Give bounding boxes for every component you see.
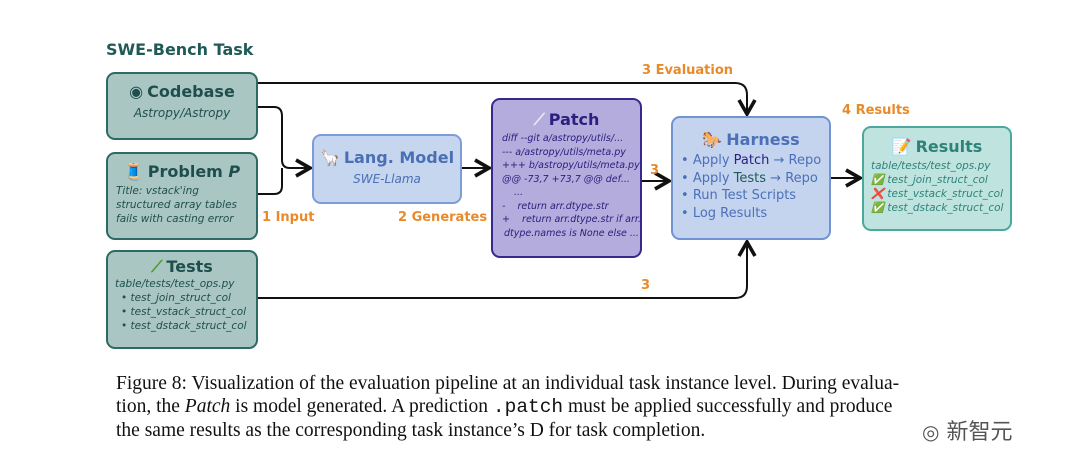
cross-icon: ❌ (871, 188, 885, 200)
caption-line: tion, the Patch is model generated. A pr… (116, 396, 893, 418)
patch-line: diff --git a/astropy/utils/... (502, 133, 624, 144)
label-generates: 2 Generates (398, 210, 488, 225)
tests-file: table/tests/test_ops.py (115, 278, 235, 290)
results-file: table/tests/test_ops.py (871, 160, 991, 172)
codebase-subtitle: Astropy/Astropy (133, 106, 231, 120)
result-item: ✅ test_dstack_struct_col (871, 202, 1004, 214)
patch-title: Patch (548, 110, 600, 129)
horse-icon: 🐎 (702, 130, 723, 149)
bandage-icon: ⟋ (533, 110, 545, 129)
problem-title: Problem (147, 162, 223, 181)
problem-box: 🧵Problem P Title: vstack'ing structured … (106, 152, 258, 240)
tests-box: ⟋Tests table/tests/test_ops.py • test_jo… (106, 250, 258, 349)
section-title: SWE-Bench Task (106, 40, 254, 59)
memo-icon: 📝 (891, 137, 912, 156)
harness-step: • Log Results (681, 205, 768, 221)
label-evaluation: 3 Evaluation (642, 63, 734, 78)
patch-line: - return arr.dtype.str (502, 200, 609, 212)
problem-line: Title: vstack'ing (116, 185, 199, 197)
patch-line: + return arr.dtype.str if arr. (502, 214, 641, 225)
arrow-tests-harness (258, 238, 757, 299)
tests-title: Tests (166, 257, 213, 276)
harness-box: 🐎Harness • Apply Patch → Repo • Apply Te… (671, 116, 831, 240)
patch-line: ... (514, 187, 524, 198)
arrow-eval-top (258, 82, 757, 118)
github-icon: ◉ (129, 82, 144, 101)
lang-model-subtitle: SWE-Llama (353, 172, 421, 186)
watermark: ◎ 新智元 (922, 420, 1013, 445)
problem-line: fails with casting error (116, 213, 234, 225)
label-input: 1 Input (262, 210, 315, 225)
patch-line: --- a/astropy/utils/meta.py (502, 146, 626, 158)
arrow-problem-lm (258, 168, 283, 195)
codebase-box: ◉Codebase Astropy/Astropy (106, 72, 258, 140)
wechat-icon: ◎ (922, 420, 940, 444)
harness-title: Harness (726, 130, 800, 149)
arrow-codebase-lm (258, 106, 314, 178)
caption-line: the same results as the corresponding ta… (116, 420, 706, 441)
thread-icon: 🧵 (123, 162, 144, 181)
problem-line: structured array tables (116, 199, 238, 211)
test-item: test_join_struct_col (130, 292, 231, 304)
lang-model-box: 🦙Lang. Model SWE-Llama (312, 134, 462, 204)
results-title: Results (915, 137, 983, 156)
llama-icon: 🦙 (319, 148, 340, 167)
label-step3: 3 (641, 278, 651, 293)
caption-line: Figure 8: Visualization of the evaluatio… (116, 373, 900, 394)
harness-step: • Apply Patch → Repo (681, 153, 822, 168)
harness-step: • Run Test Scripts (681, 188, 797, 203)
test-item: test_dstack_struct_col (130, 320, 247, 332)
codebase-title: Codebase (147, 82, 235, 101)
result-item: ✅ test_join_struct_col (871, 174, 988, 186)
results-box: 📝Results table/tests/test_ops.py ✅ test_… (862, 126, 1012, 231)
problem-var: P (228, 162, 241, 181)
patch-line: +++ b/astropy/utils/meta.py (502, 160, 640, 171)
check-icon: ✅ (871, 202, 885, 214)
test-item: test_vstack_struct_col (130, 306, 247, 318)
lang-model-title: Lang. Model (343, 148, 455, 167)
caption: Figure 8: Visualization of the evaluatio… (116, 372, 1036, 442)
label-results: 4 Results (842, 103, 910, 118)
patch-line: @@ -73,7 +73,7 @@ def... (502, 173, 630, 185)
check-icon: ✅ (871, 174, 885, 186)
harness-step: • Apply Tests → Repo (681, 170, 818, 186)
label-step3: 3 (650, 163, 660, 178)
patch-box: ⟋Patch diff --git a/astropy/utils/... --… (491, 98, 642, 258)
patch-line: dtype.names is None else ... (504, 227, 639, 239)
test-tube-icon: ⟋ (151, 257, 163, 276)
result-item: ❌ test_vstack_struct_col (871, 188, 1003, 200)
